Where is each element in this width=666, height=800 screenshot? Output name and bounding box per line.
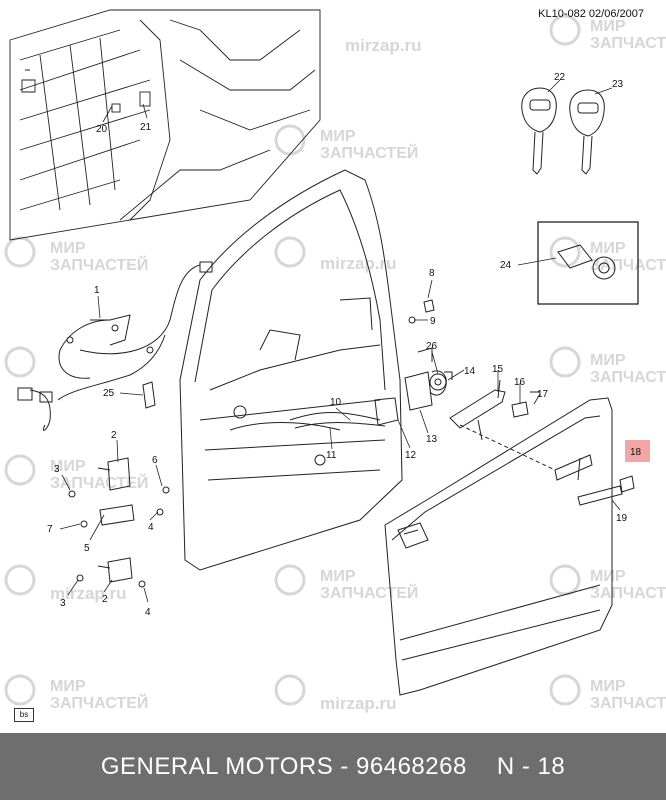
door-hinges [68, 457, 170, 588]
footer-page: N - 18 [496, 753, 566, 780]
callout-4b: 4 [145, 607, 151, 618]
callout-4: 4 [148, 522, 154, 533]
callout-12: 12 [405, 450, 417, 461]
footer-caption: GENERAL MOTORS - 96468268 N - 18 [0, 753, 666, 781]
outer-handle [449, 379, 540, 441]
lock-cylinder-inset [537, 221, 639, 305]
callout-11: 11 [326, 450, 337, 461]
callout-25: 25 [103, 388, 115, 399]
corner-tag: bs [14, 708, 34, 722]
door-inner-frame [179, 169, 403, 571]
callout-13: 13 [426, 434, 438, 445]
callout-20: 20 [96, 124, 108, 135]
callout-21: 21 [140, 122, 152, 133]
highlighted-callout-box [625, 440, 650, 462]
callout-23: 23 [612, 79, 624, 90]
wiring-harness [17, 261, 213, 431]
keys [521, 87, 605, 175]
leader-lines [59, 79, 621, 603]
footer-brand-part: GENERAL MOTORS - 96468268 [100, 753, 467, 780]
callout-24: 24 [500, 260, 512, 271]
callout-19: 19 [616, 513, 628, 524]
callout-6: 6 [152, 455, 158, 466]
watermark-domain: mirzap.ru [50, 584, 127, 603]
callout-7: 7 [47, 524, 53, 535]
callout-16: 16 [514, 377, 526, 388]
callout-10: 10 [330, 397, 342, 408]
callout-1: 1 [94, 285, 100, 296]
footer-bar: GENERAL MOTORS - 96468268 N - 18 [0, 733, 666, 800]
callout-15: 15 [492, 364, 504, 375]
exploded-view-drawing: 1 2 3 4 5 6 7 8 9 10 11 12 13 14 15 16 1… [4, 9, 650, 706]
watermark-domain: mirzap.ru [345, 36, 422, 55]
callout-2: 2 [111, 430, 117, 441]
callout-2b: 2 [102, 594, 108, 605]
watermark-domain: mirzap.ru [320, 694, 397, 713]
callout-3: 3 [54, 464, 60, 475]
callout-9: 9 [430, 316, 436, 327]
callout-17: 17 [537, 389, 549, 400]
body-floor-structure [9, 9, 321, 241]
watermark-logos [4, 14, 581, 706]
callout-3b: 3 [60, 598, 66, 609]
grommet-part [142, 381, 156, 409]
callout-22: 22 [554, 72, 566, 83]
lock-rods [289, 347, 453, 429]
callout-18: 18 [630, 447, 642, 458]
door-outer-panel [384, 397, 635, 696]
watermark-domain: mirzap.ru [320, 254, 397, 273]
callout-8: 8 [429, 268, 435, 279]
callout-5: 5 [84, 543, 90, 554]
callout-labels: 1 2 3 4 5 6 7 8 9 10 11 12 13 14 15 16 1… [47, 72, 642, 618]
callout-26: 26 [426, 341, 438, 352]
diagram-reference-code: KL10-082 02/06/2007 [538, 8, 644, 20]
callout-14: 14 [464, 366, 476, 377]
